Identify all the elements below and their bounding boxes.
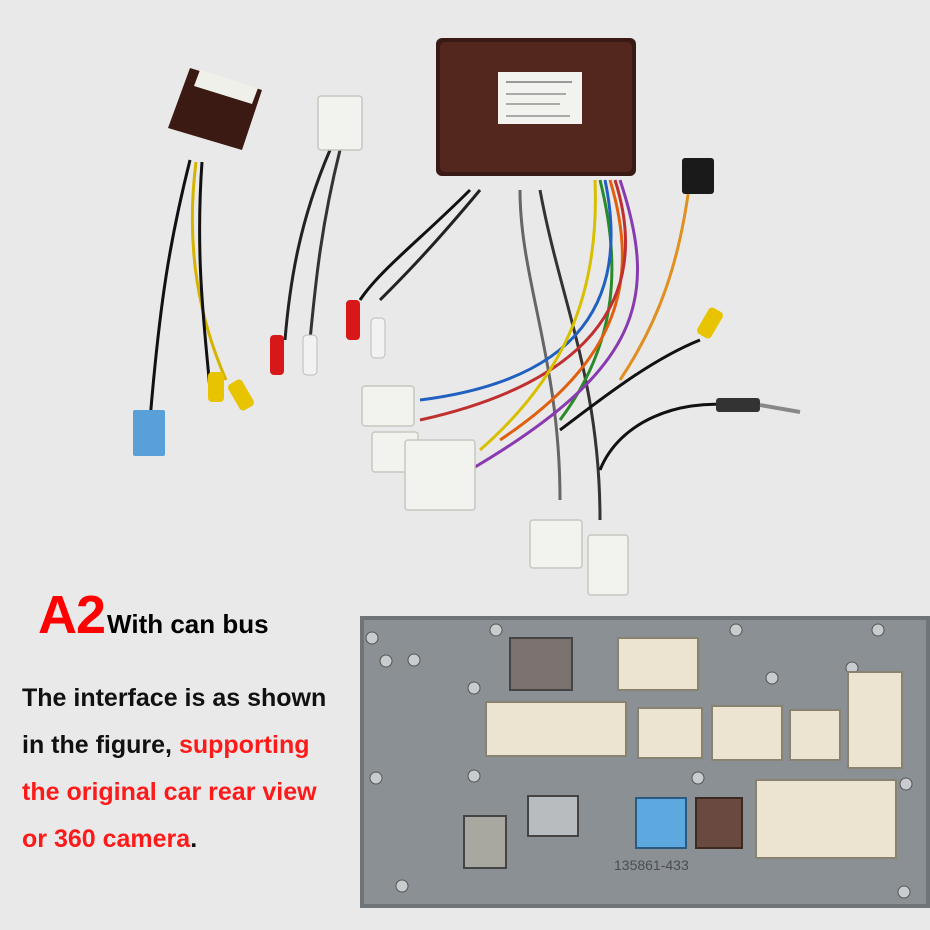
camera-decoder-box (168, 68, 262, 150)
connector-sockets (463, 637, 903, 869)
model-subtitle: With can bus (107, 609, 269, 639)
part-number: 135861-433 (614, 857, 689, 873)
rca-connectors (208, 300, 723, 411)
blue-connector (133, 410, 165, 456)
description-line: in the figure, supporting (22, 731, 310, 759)
description-line: or 360 camera. (22, 825, 198, 853)
harness-wires (148, 149, 731, 521)
head-unit-rear-panel-photo: 135861-433 (360, 616, 930, 908)
description-line: The interface is as shown (22, 684, 327, 712)
harness-photo (133, 38, 801, 596)
antenna-plug (716, 398, 760, 412)
description-line: the original car rear view (22, 778, 317, 806)
description-text: The interface is as shown in the figure,… (22, 676, 352, 864)
white-connectors (317, 95, 629, 596)
model-label: A2 (38, 585, 106, 645)
product-heading: A2With can bus (38, 584, 269, 646)
canbus-decoder-box (436, 38, 636, 176)
black-connector (682, 158, 714, 194)
